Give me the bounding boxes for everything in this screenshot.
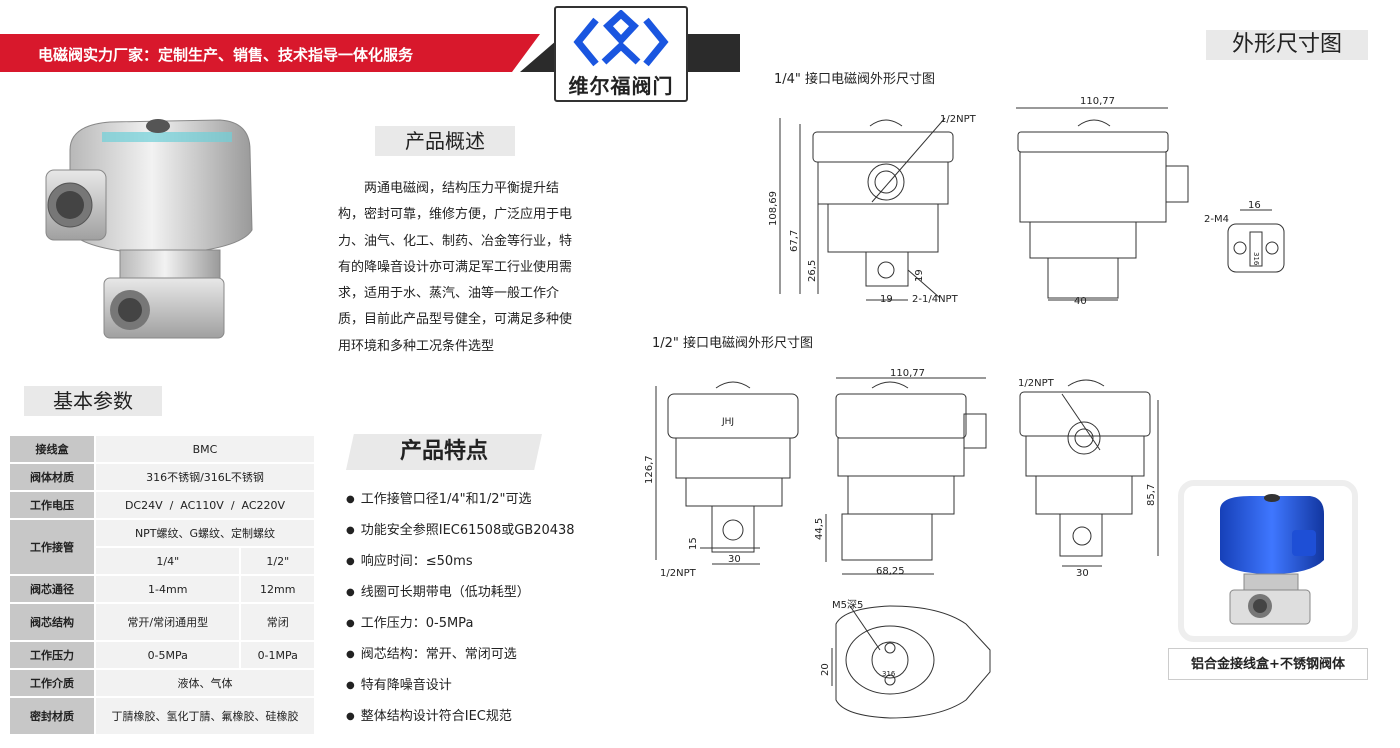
- q-m4: 2-M4: [1204, 214, 1229, 225]
- h-d-85: 85,7: [1146, 484, 1157, 506]
- table-row: 工作压力 0-5MPa 0-1MPa: [8, 640, 316, 670]
- param-key: 阀体材质: [8, 462, 96, 492]
- overview-title: 产品概述: [375, 126, 515, 156]
- quarter-title: 1/4" 接口电磁阀外形尺寸图: [774, 72, 936, 87]
- q-mark-316: 316: [1252, 252, 1260, 266]
- photo-frame: [1178, 480, 1358, 642]
- param-value: 液体、气体: [94, 668, 316, 698]
- q-npt-port: 2-1/4NPT: [912, 294, 959, 305]
- h-mark-316: 316: [882, 670, 896, 678]
- table-row: 接线盒 BMC: [8, 434, 316, 464]
- param-value-a: 1/4": [93, 546, 242, 576]
- param-key: 工作压力: [8, 640, 96, 670]
- param-value-b: 12mm: [239, 574, 316, 604]
- param-key: 阀芯通径: [8, 574, 96, 604]
- h-d-30: 30: [728, 554, 741, 565]
- list-item: 阀芯结构：常开、常闭可选: [346, 639, 626, 670]
- param-value-a: 1-4mm: [93, 574, 242, 604]
- param-key: 接线盒: [8, 434, 96, 464]
- list-item: 响应时间：≤50ms: [346, 546, 626, 577]
- params-table: 接线盒 BMC 阀体材质 316不锈钢/316L不锈钢 工作电压 DC24V /…: [8, 434, 316, 736]
- h-m5: M5深5: [832, 599, 863, 611]
- param-key: 工作介质: [8, 668, 96, 698]
- overview-text: 两通电磁阀，结构压力平衡提升结构，密封可靠，维修方便，广泛应用于电力、油气、化工…: [338, 181, 573, 354]
- params-title: 基本参数: [24, 386, 162, 416]
- q-d-19a: 19: [880, 294, 893, 305]
- param-key: 工作电压: [8, 490, 96, 520]
- h-d-68: 68,25: [876, 566, 905, 577]
- valve-photo-stainless: [45, 119, 253, 339]
- q-d-width: 110,77: [1080, 96, 1115, 107]
- table-row: 工作接管 NPT螺纹、G螺纹、定制螺纹: [8, 518, 316, 576]
- h-d-20: 20: [820, 663, 831, 676]
- param-value-b: 1/2": [239, 546, 316, 576]
- h-d-30b: 30: [1076, 568, 1089, 579]
- h-jhj: JHJ: [721, 417, 734, 427]
- half-title: 1/2" 接口电磁阀外形尺寸图: [652, 336, 814, 351]
- param-key: 密封材质: [8, 696, 96, 736]
- banner-text: 电磁阀实力厂家：定制生产、销售、技术指导一体化服务: [38, 46, 414, 64]
- list-item: 功能安全参照IEC61508或GB20438: [346, 515, 626, 546]
- param-key: 阀芯结构: [8, 602, 96, 642]
- table-row: 阀芯结构 常开/常闭通用型 常闭: [8, 602, 316, 642]
- list-item: 整体结构设计符合IEC规范: [346, 701, 626, 732]
- param-value-b: 0-1MPa: [239, 640, 316, 670]
- features-list: 工作接管口径1/4"和1/2"可选 功能安全参照IEC61508或GB20438…: [346, 484, 626, 732]
- table-row: 阀体材质 316不锈钢/316L不锈钢: [8, 462, 316, 492]
- list-item: 工作压力：0-5MPa: [346, 608, 626, 639]
- param-value: NPT螺纹、G螺纹、定制螺纹: [94, 518, 316, 548]
- list-item: 线圈可长期带电（低功耗型）: [346, 577, 626, 608]
- logo-mark-icon: [573, 10, 669, 67]
- q-d-low: 26,5: [807, 260, 818, 282]
- h-d-height: 126,7: [644, 455, 655, 484]
- valve-photo-blue: [1220, 494, 1324, 625]
- banner-red: [0, 34, 500, 72]
- dims-title: 外形尺寸图: [1206, 30, 1368, 60]
- list-item: 工作接管口径1/4"和1/2"可选: [346, 484, 626, 515]
- param-value-a: 常开/常闭通用型: [93, 602, 242, 642]
- param-value-b: 常闭: [239, 602, 316, 642]
- q-d-19b: 19: [914, 269, 925, 282]
- param-value: BMC: [94, 434, 316, 464]
- h-npt-top: 1/2NPT: [1018, 378, 1055, 389]
- logo: [554, 6, 688, 102]
- h-d-15: 15: [688, 537, 699, 550]
- h-npt-left: 1/2NPT: [660, 568, 697, 579]
- q-d-height: 108,69: [768, 191, 779, 226]
- table-row: 阀芯通径 1-4mm 12mm: [8, 574, 316, 604]
- logo-name: 维尔福阀门: [568, 74, 674, 98]
- param-key: 工作接管: [8, 518, 96, 576]
- table-row: 工作电压 DC24V / AC110V / AC220V: [8, 490, 316, 520]
- h-d-width: 110,77: [890, 368, 925, 379]
- h-d-44: 44,5: [814, 518, 825, 540]
- features-title: 产品特点: [346, 434, 542, 470]
- q-d-mid: 67,7: [789, 230, 800, 252]
- param-value: DC24V / AC110V / AC220V: [94, 490, 316, 520]
- table-row: 密封材质 丁腈橡胶、氢化丁腈、氟橡胶、硅橡胶: [8, 696, 316, 736]
- param-value: 316不锈钢/316L不锈钢: [94, 462, 316, 492]
- table-row: 工作介质 液体、气体: [8, 668, 316, 698]
- q-npt-top: 1/2NPT: [940, 114, 977, 125]
- list-item: 特有降噪音设计: [346, 670, 626, 701]
- q-d-40: 40: [1074, 296, 1087, 307]
- q-d-16: 16: [1248, 200, 1261, 211]
- photo-caption: 铝合金接线盒+不锈钢阀体: [1168, 648, 1368, 680]
- table-row: 1/4" 1/2": [9, 546, 316, 576]
- param-value: 丁腈橡胶、氢化丁腈、氟橡胶、硅橡胶: [94, 696, 316, 736]
- param-value-a: 0-5MPa: [93, 640, 242, 670]
